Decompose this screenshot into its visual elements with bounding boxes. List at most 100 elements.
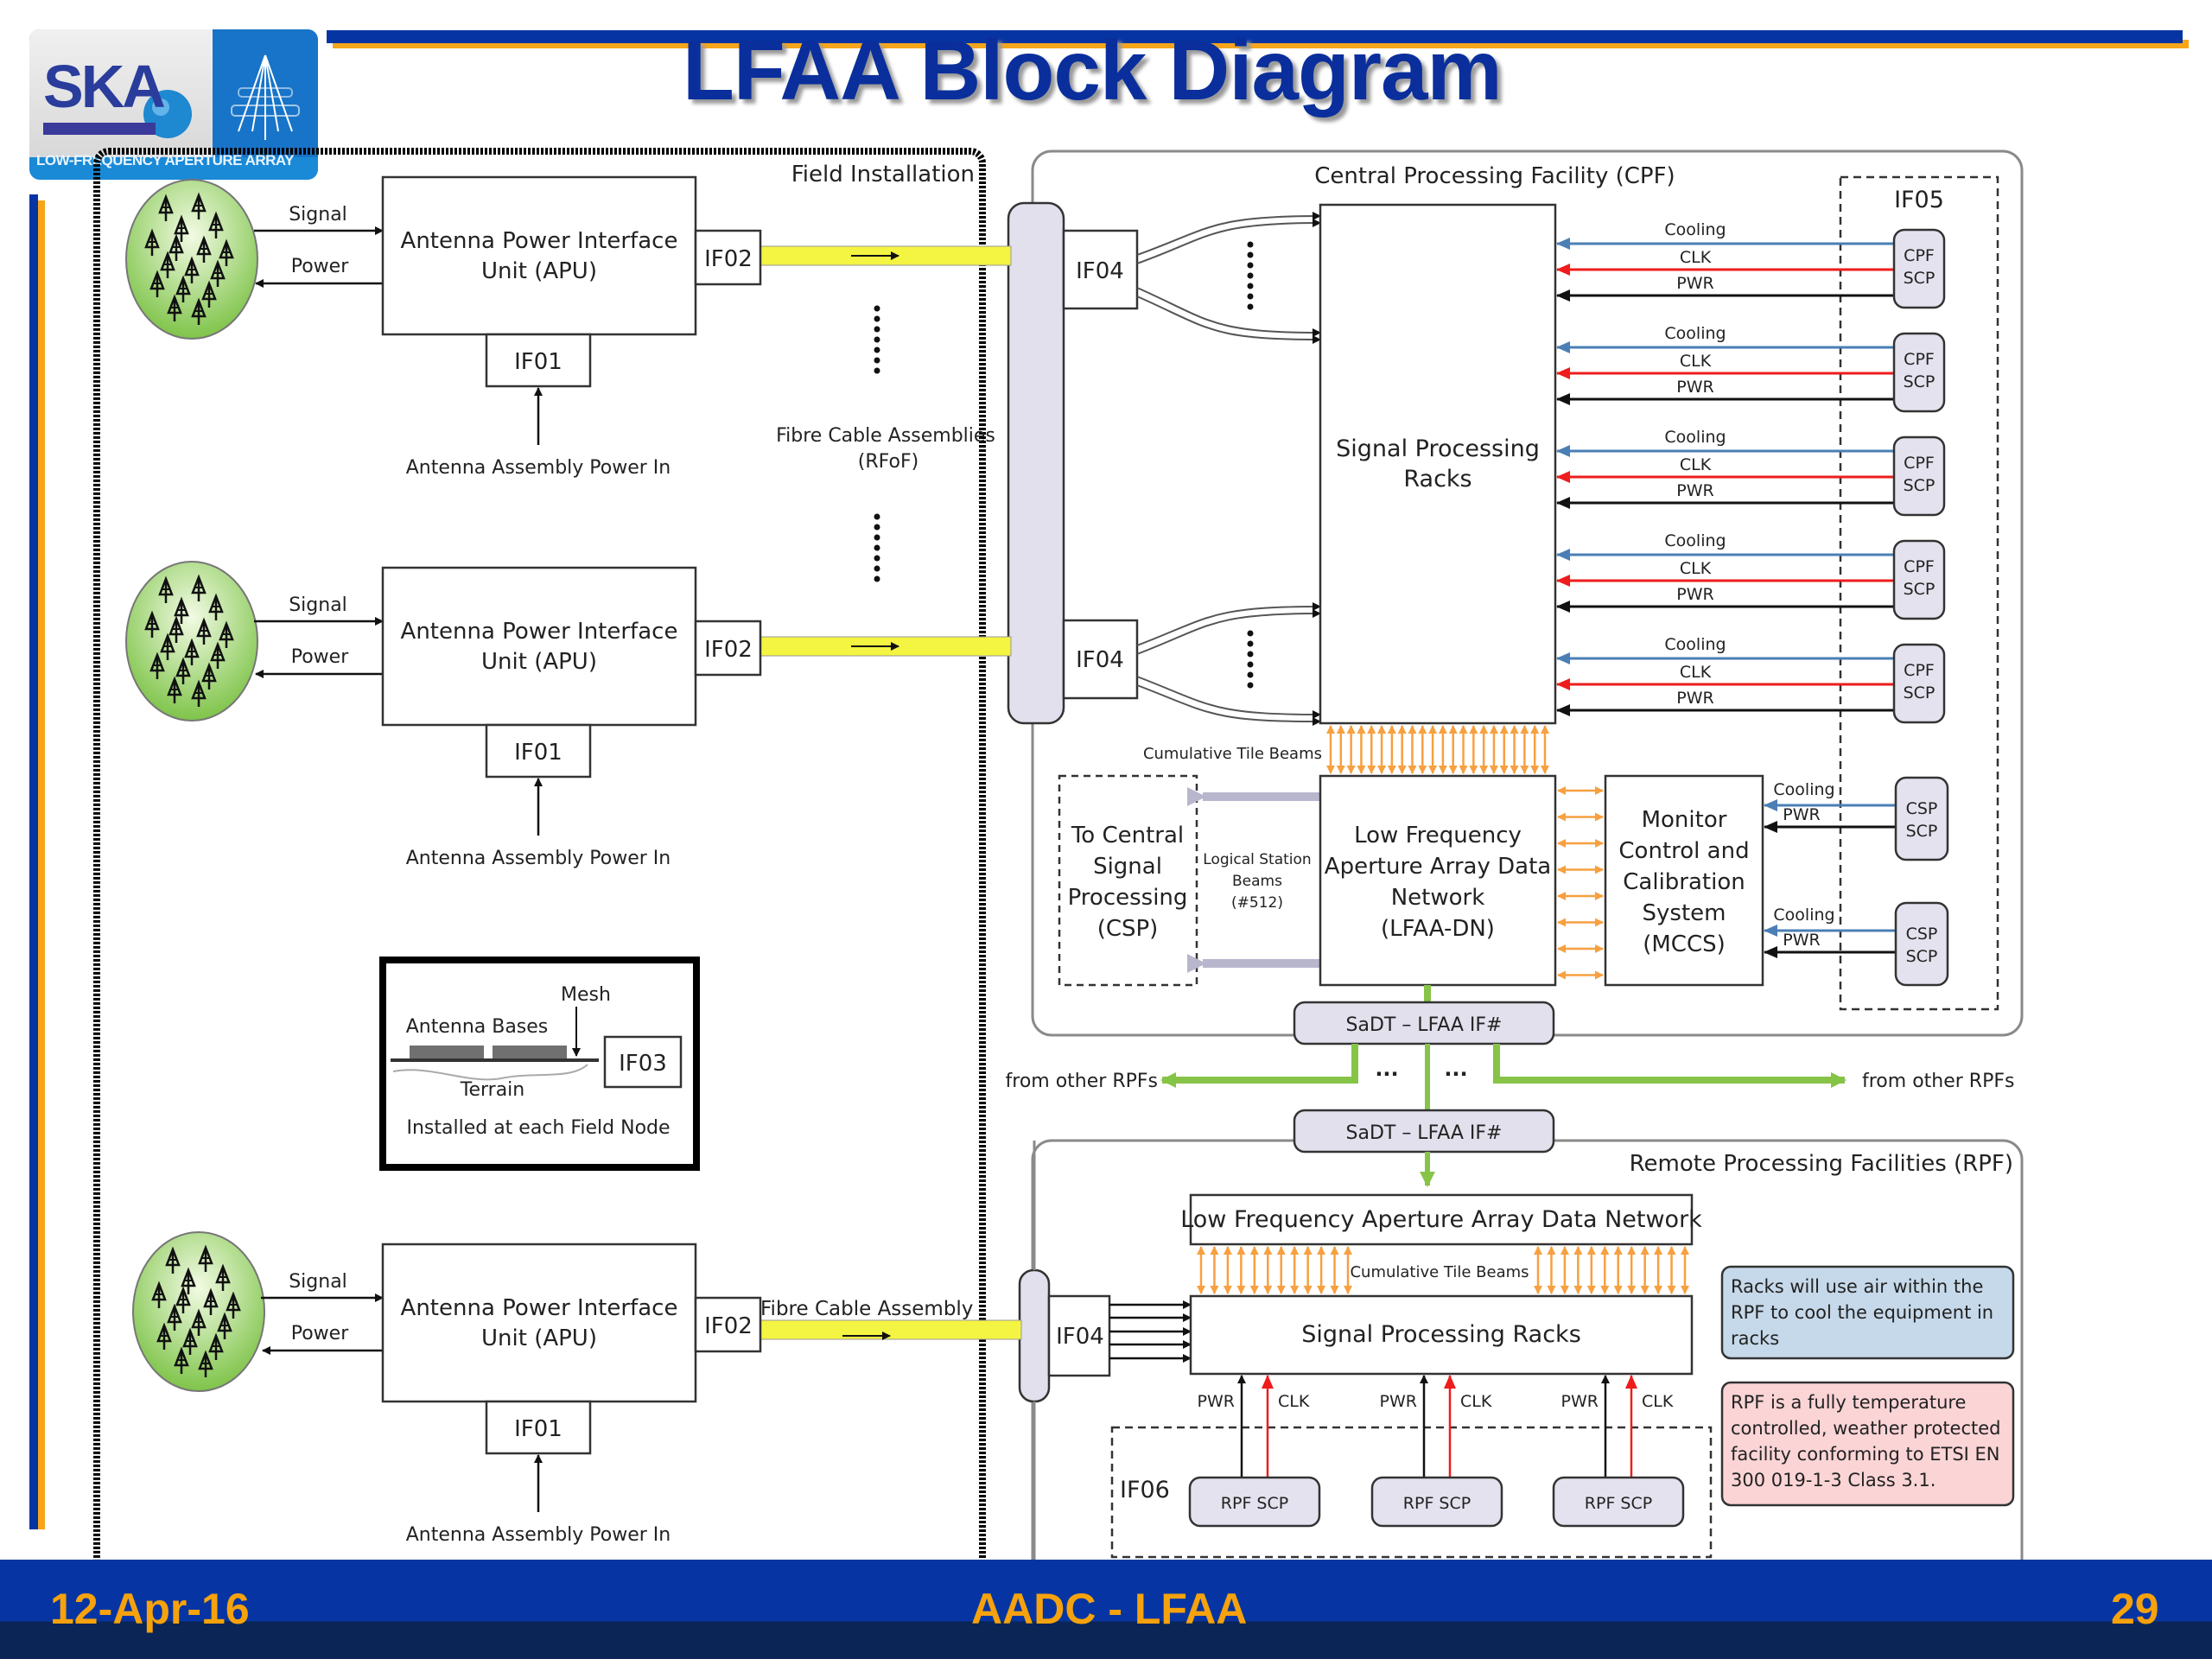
power-label: Power [291,256,349,277]
note-cooling [1720,1265,2015,1360]
apu-label-line2: Unit (APU) [481,649,597,675]
power-in-label: Antenna Assembly Power In [406,1524,671,1546]
if06-boundary [1110,1426,1713,1559]
fibre-assemblies-label: Fibre Cable Assemblies [776,425,995,447]
if04-top-box [1062,229,1139,310]
note-facility-line-3: facility conforming to ETSI EN [1731,1444,2000,1465]
if05-boundary [1839,175,1999,1011]
title-rule-orange [333,40,2189,48]
signal-label: Signal [289,204,347,226]
cpf-scp-box [1892,332,1946,413]
fibre-fanout-cables [1136,212,1321,726]
title-rule-blue [327,30,2183,43]
note-facility-line-4: 300 019-1-3 Class 3.1. [1731,1470,1936,1491]
logo-brand: SKA [43,53,166,120]
fibre-patch-panel-rpf [1018,1268,1051,1403]
clk-label: CLK [1460,1392,1492,1411]
if03-box [603,1035,683,1089]
rpf-label: Remote Processing Facilities (RPF) [1630,1151,2013,1177]
cooling-label: Cooling [1664,635,1726,654]
sadt-top-label: SaDT – LFAA IF# [1346,1014,1503,1036]
signal-processing-racks-rpf [1189,1294,1694,1376]
apu-box [381,1243,697,1403]
clk-label: CLK [1642,1392,1674,1411]
cpf-scp-box [1892,435,1946,517]
from-other-rpfs-right: from other RPFs [1862,1071,2014,1092]
rpf-scp-box [1370,1476,1503,1528]
if04-rpf-label: IF04 [1056,1324,1104,1350]
cooling-label: Cooling [1664,220,1726,239]
mccs-label-line-3: Calibration [1623,869,1745,895]
clk-label: CLK [1680,455,1712,474]
note-cooling-line-2: RPF to cool the equipment in [1731,1302,1993,1323]
if02-box [694,620,762,677]
logo-subtitle: LOW-FREQUENCY APERTURE ARRAY [36,152,294,168]
clk-label: CLK [1278,1392,1310,1411]
cooling-label: Cooling [1664,531,1726,550]
clk-label: CLK [1680,352,1712,371]
sadt-interface-bottom [1293,1109,1555,1154]
cumulative-tile-beams-rpf [1197,1246,1689,1294]
clk-label: CLK [1680,248,1712,267]
green-link-right [1493,1044,1847,1088]
antenna-array-icon [231,54,300,140]
cooling-label: Cooling [1773,906,1834,925]
power-in-label: Antenna Assembly Power In [406,848,671,869]
clk-label: CLK [1680,559,1712,578]
csp-scp-label-1: CSP [1906,925,1938,944]
csp-scp-box [1894,901,1949,987]
left-accent-blue [29,194,38,1529]
cumulative-tile-beams-rpf-label: Cumulative Tile Beams [1350,1263,1529,1281]
if02-label: IF02 [704,246,753,272]
fibre-cable-assembly-label: Fibre Cable Assembly [760,1298,973,1320]
apu-label-line1: Antenna Power Interface [401,228,678,254]
spr-cpf-line2: Racks [1403,466,1471,493]
sadt-bottom-label: SaDT – LFAA IF# [1346,1122,1503,1144]
lfaa-dn-box [1319,774,1557,987]
field-installation-label: Field Installation [791,162,975,188]
signal-processing-racks-cpf [1319,203,1557,725]
if01-label: IF01 [514,1416,563,1442]
cumulative-tile-beams-cpf [1326,725,1549,774]
ellipsis-left: ... [1375,1057,1398,1081]
if04-rpf-box [1047,1294,1111,1377]
cpf-scp-label-2: SCP [1904,580,1936,599]
apu-label-line1: Antenna Power Interface [401,619,678,645]
pwr-label: PWR [1783,805,1820,824]
if03-label: IF03 [619,1051,667,1077]
lfaa-dn-label-line-1: Low Frequency [1354,823,1522,849]
apu-box [381,175,697,336]
csp-scp-box [1894,776,1949,861]
pwr-label: PWR [1676,585,1713,604]
if04-rpf-links [1109,1300,1192,1363]
rpf-scp-box [1188,1476,1321,1528]
cooling-label: Cooling [1773,780,1834,799]
cumulative-tile-beams-cpf-label: Cumulative Tile Beams [1143,745,1322,763]
pwr-label: PWR [1676,274,1713,293]
power-in-label: Antenna Assembly Power In [406,457,671,479]
cpf-scp-box [1892,643,1946,724]
apu-label-line1: Antenna Power Interface [401,1295,678,1321]
if05-label: IF05 [1894,187,1944,213]
note-cooling-line-1: Racks will use air within the [1731,1276,1983,1297]
mccs-box [1604,774,1764,987]
cpf-scp-label-2: SCP [1904,683,1936,702]
fibre-patch-panel-cpf [1007,201,1065,725]
logical-beams-label-line-3: (#512) [1231,894,1283,912]
rpf-scp-label: RPF SCP [1221,1494,1288,1513]
slide-title: LFAA Block Diagram [683,22,1503,118]
green-link-left [1160,1044,1358,1088]
mccs-label-line-5: (MCCS) [1643,931,1726,957]
logical-beams-label-line-2: Beams [1232,873,1282,890]
